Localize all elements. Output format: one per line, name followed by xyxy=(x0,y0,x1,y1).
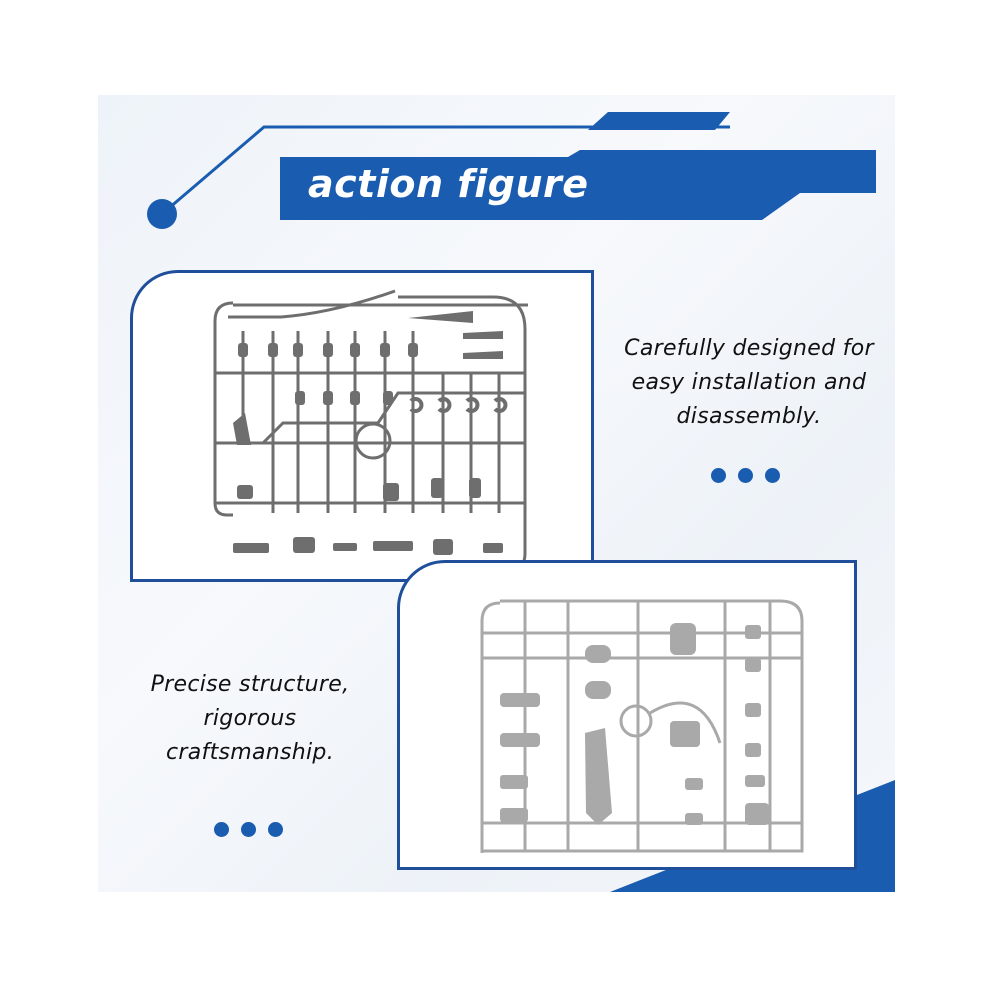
ellipsis-dots-bottom xyxy=(214,822,283,837)
bottom-product-panel xyxy=(397,560,857,870)
bullet-dot xyxy=(147,199,177,229)
ellipsis-dots-top xyxy=(711,468,780,483)
dot-icon xyxy=(711,468,726,483)
dot-icon xyxy=(241,822,256,837)
top-sprue-image xyxy=(213,289,528,572)
caption-structure: Precise structure, rigorous craftsmanshi… xyxy=(150,672,350,765)
bottom-sprue-image xyxy=(480,599,804,853)
dot-icon xyxy=(268,822,283,837)
page-title: action figure xyxy=(308,162,589,206)
caption-installation: Carefully designed for easy installation… xyxy=(624,336,874,429)
dot-icon xyxy=(738,468,753,483)
dot-icon xyxy=(765,468,780,483)
dot-icon xyxy=(214,822,229,837)
top-product-panel xyxy=(130,270,594,582)
